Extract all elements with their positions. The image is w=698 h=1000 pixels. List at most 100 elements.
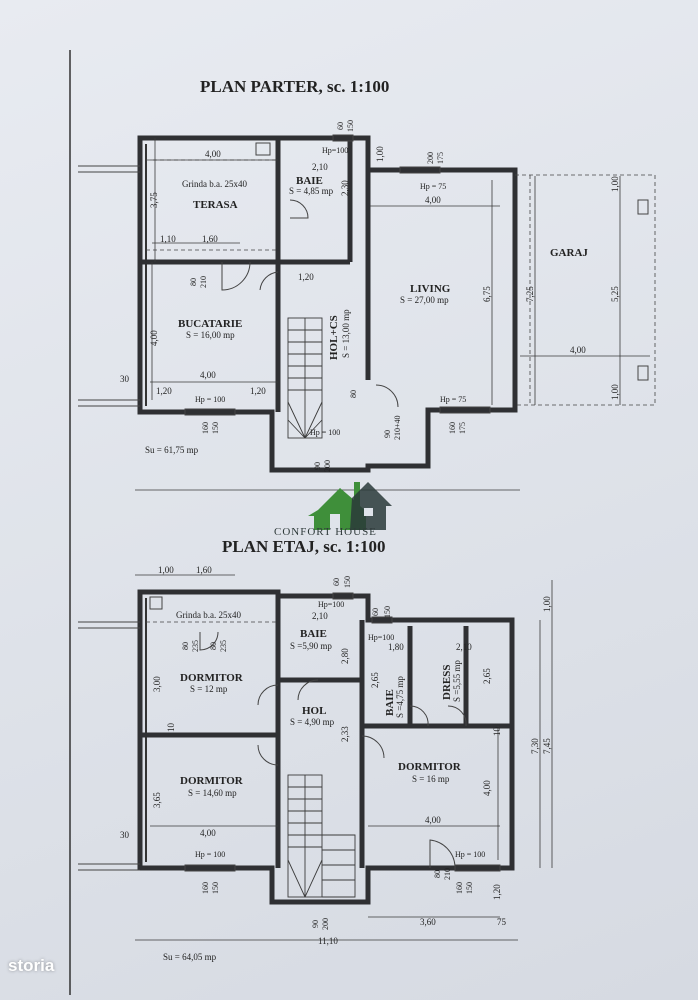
dim-725: 7,25 <box>525 286 535 302</box>
vent-terasa <box>255 142 271 156</box>
room-label-hol-upper: HOL <box>302 705 326 717</box>
dim-100-right: 1,00 <box>542 596 552 612</box>
dim-200-top: 200 <box>426 152 435 164</box>
dim-160-upper-window-2: 160 <box>455 882 464 894</box>
room-label-garaj: GARAJ <box>550 247 588 259</box>
area-bucatarie: S = 16,00 mp <box>186 330 235 340</box>
door-dormitor1-top <box>199 631 219 651</box>
window-living-bottom <box>439 406 491 414</box>
dim-150-upper-window: 150 <box>211 882 220 894</box>
dim-75: 75 <box>497 917 507 927</box>
area-dormitor2: S = 14,60 mp <box>188 788 237 798</box>
dim-160-window-2: 160 <box>448 422 457 434</box>
dim-210-balcony: 210 <box>443 868 452 880</box>
upper-floor-plan: DORMITOR S = 12 mp DORMITOR S = 14,60 mp… <box>78 565 553 962</box>
door-hol <box>259 271 279 291</box>
window-dormitor2 <box>184 864 236 872</box>
dim-210-dress: 2,10 <box>456 642 472 652</box>
area-dormitor1: S = 12 mp <box>190 684 228 694</box>
dim-80-upper-door-b: 80 <box>209 642 218 650</box>
dim-90-door: 90 <box>383 430 392 438</box>
dim-30-ground: 30 <box>120 374 130 384</box>
dim-120-upper: 1,20 <box>492 884 502 900</box>
dim-100-garaj-bottom: 1,00 <box>610 384 620 400</box>
dim-210-upper-baie: 2,10 <box>312 611 328 621</box>
dim-233: 2,33 <box>340 726 350 742</box>
storia-watermark: storia <box>8 956 55 975</box>
note-hp100-top: Hp=100 <box>322 146 348 155</box>
window-living-top <box>399 166 441 174</box>
dim-90-stair: 90 <box>313 462 322 470</box>
dim-365: 3,65 <box>152 792 162 808</box>
dim-400-dormitor3: 4,00 <box>425 815 441 825</box>
window-baie2-upper <box>371 616 393 624</box>
dim-100-top: 1,00 <box>375 146 385 162</box>
dim-120-hol: 1,20 <box>298 272 314 282</box>
dim-200-upper-stair: 200 <box>321 918 330 930</box>
dim-160-window: 160 <box>201 422 210 434</box>
dim-180: 1,80 <box>388 642 404 652</box>
room-label-bucatarie: BUCATARIE <box>178 318 242 330</box>
dim-175-window-2: 175 <box>458 422 467 434</box>
door-dormitor1 <box>257 684 279 706</box>
ground-floor-title: PLAN PARTER, sc. 1:100 <box>200 77 389 96</box>
dim-360: 3,60 <box>420 917 436 927</box>
dim-120-right: 1,20 <box>250 386 266 396</box>
logo-door <box>330 514 340 530</box>
ground-floor-plan: TERASA BAIE S = 4,85 mp LIVING S = 27,00… <box>78 120 656 491</box>
dim-60-upper-b: 60 <box>371 608 380 616</box>
note-hp100-upper-br: Hp = 100 <box>455 850 485 859</box>
area-baie2: S =4,75 mp <box>395 676 405 718</box>
door-dormitor2 <box>257 744 279 766</box>
dim-400-garaj: 4,00 <box>570 345 586 355</box>
dim-1110: 11,10 <box>318 936 338 946</box>
door-kitchen <box>221 261 251 291</box>
note-hp100-upper-right: Hp=100 <box>368 633 394 642</box>
room-label-dormitor1: DORMITOR <box>180 672 244 684</box>
dim-150-upper: 150 <box>343 576 352 588</box>
dim-200-stair: 200 <box>323 460 332 472</box>
dim-150-window: 150 <box>211 422 220 434</box>
room-label-terasa: TERASA <box>193 199 238 211</box>
dim-175-top: 175 <box>436 152 445 164</box>
dim-10: 10 <box>166 723 176 733</box>
door-entrance <box>375 384 399 408</box>
window-baie-top <box>332 134 354 142</box>
dim-80-balcony: 80 <box>433 870 442 878</box>
garage-post-bottom <box>637 365 649 381</box>
garage-post-top <box>637 199 649 215</box>
dim-60-upper: 60 <box>332 578 341 586</box>
dim-160: 1,60 <box>202 234 218 244</box>
dim-400-bucatarie-v: 4,00 <box>149 330 159 346</box>
dim-160-upper-top: 1,60 <box>196 565 212 575</box>
room-label-baie-ground: BAIE <box>296 175 323 187</box>
area-hol-upper: S = 4,90 mp <box>290 717 335 727</box>
dim-230: 2,30 <box>340 180 350 196</box>
dim-400-living: 4,00 <box>425 195 441 205</box>
room-label-living: LIVING <box>410 283 451 295</box>
door-baie <box>289 199 309 219</box>
dim-235-upper-door-b: 235 <box>219 640 228 652</box>
area-baie-upper: S =5,90 mp <box>290 641 332 651</box>
area-baie-ground: S = 4,85 mp <box>289 186 334 196</box>
dim-745: 7,45 <box>542 738 552 754</box>
note-grinda-ground: Grinda b.a. 25x40 <box>182 179 247 189</box>
room-label-baie2: BAIE <box>384 689 396 716</box>
note-hp100-stair: Hp = 100 <box>310 428 340 437</box>
dim-210-kitchen-door: 210 <box>199 276 208 288</box>
dim-160-upper-window: 160 <box>201 882 210 894</box>
dim-150-upper-b: 150 <box>383 606 392 618</box>
area-dress: S =5,55 mp <box>452 660 462 702</box>
window-dormitor3 <box>454 864 501 872</box>
window-kitchen <box>184 408 236 416</box>
dim-100-garaj-top: 1,00 <box>610 176 620 192</box>
room-label-dress: DRESS <box>441 665 453 700</box>
dim-730: 7,30 <box>530 738 540 754</box>
dim-100-upper-top: 1,00 <box>158 565 174 575</box>
logo-window <box>364 508 373 516</box>
vent-upper <box>149 596 163 610</box>
note-grinda-upper: Grinda b.a. 25x40 <box>176 610 241 620</box>
dim-675: 6,75 <box>482 286 492 302</box>
